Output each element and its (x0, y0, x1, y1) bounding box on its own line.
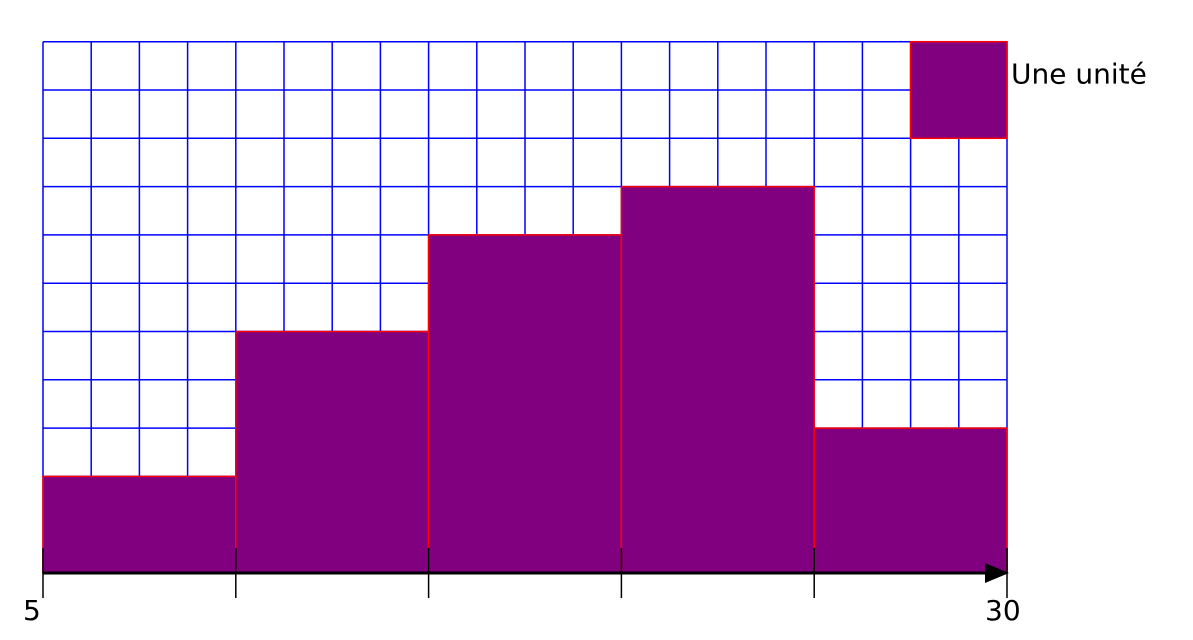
x-axis-arrow-icon (985, 563, 1009, 583)
legend-label: Une unité (1011, 58, 1147, 91)
histogram-bar-2 (235, 330, 430, 574)
histogram-bar-3 (427, 234, 623, 574)
x-tick-label-start: 5 (23, 594, 41, 627)
x-axis-ticks (42, 548, 1008, 598)
histogram-bar-5 (813, 427, 1008, 574)
histogram-bar-4 (620, 185, 815, 574)
x-axis-tick-labels: 5 30 (23, 594, 1021, 627)
legend: Une unité (909, 40, 1147, 140)
histogram-bars (42, 185, 1008, 574)
x-tick-label-end: 30 (985, 594, 1021, 627)
x-axis (43, 563, 1009, 583)
legend-unit-swatch (909, 40, 1008, 140)
histogram-bar-1 (42, 475, 237, 574)
